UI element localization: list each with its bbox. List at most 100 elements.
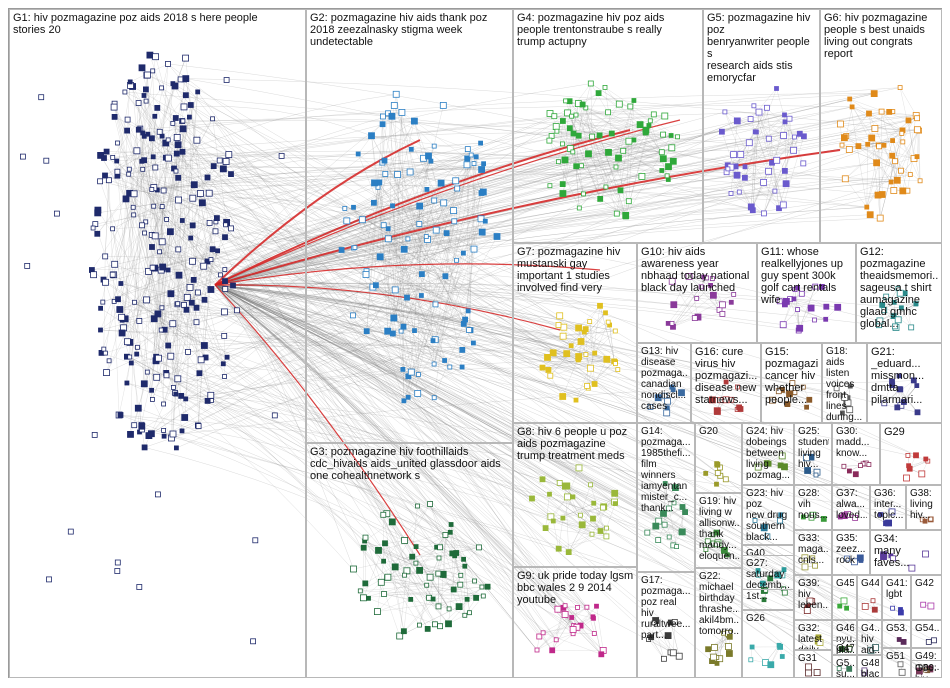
node[interactable] [467,610,472,616]
node[interactable] [565,549,572,555]
node[interactable] [134,404,142,412]
node[interactable] [559,190,567,197]
node[interactable] [106,358,112,364]
node[interactable] [666,534,672,540]
group-box-g34[interactable]: G34: many faves... [870,530,942,575]
node[interactable] [111,114,118,120]
group-box-g33[interactable]: G33: maga... cnls... [794,530,832,575]
node[interactable] [605,319,611,325]
node[interactable] [747,116,754,122]
node[interactable] [872,644,879,651]
node[interactable] [841,393,849,401]
node[interactable] [646,123,652,128]
node[interactable] [564,109,571,117]
node[interactable] [549,647,556,654]
node[interactable] [448,522,454,527]
node[interactable] [714,461,721,468]
node[interactable] [154,491,161,498]
node[interactable] [781,567,787,572]
group-box-g14[interactable]: G14: pozmaga... 1985thefi... film winner… [637,423,695,572]
node[interactable] [149,264,156,271]
node[interactable] [143,219,149,225]
node[interactable] [570,149,576,155]
node[interactable] [748,657,754,663]
group-box-g30[interactable]: G30: madd... know... [832,423,880,485]
node[interactable] [913,452,919,459]
node[interactable] [603,533,610,540]
group-box-g3[interactable]: G3: pozmagazine hiv foothillaids cdc_hiv… [306,443,513,678]
node[interactable] [413,544,419,549]
group-box-g20[interactable]: G20 [695,423,742,493]
node[interactable] [169,430,177,438]
node[interactable] [114,158,120,164]
node[interactable] [201,296,208,303]
node[interactable] [717,397,724,404]
group-box-g15[interactable]: G15: pozmagazi... cancer hiv whether peo… [761,343,822,423]
node[interactable] [894,316,902,324]
group-box-g5[interactable]: G5: pozmagazine hiv poz benryanwriter pe… [703,9,820,243]
node[interactable] [868,134,876,142]
node[interactable] [135,126,142,133]
group-box-g22[interactable]: G22: michael birthday thrashe... akil4bm… [695,568,742,678]
node[interactable] [562,603,568,609]
node[interactable] [709,396,716,404]
node[interactable] [388,518,396,526]
node[interactable] [638,172,646,180]
node[interactable] [165,267,171,273]
node[interactable] [844,555,850,562]
node[interactable] [559,393,567,400]
node[interactable] [669,320,675,326]
node[interactable] [742,164,748,170]
node[interactable] [97,178,103,185]
node[interactable] [195,89,201,95]
node[interactable] [442,532,449,538]
node[interactable] [852,471,859,478]
node[interactable] [198,199,206,207]
node[interactable] [837,514,843,520]
node[interactable] [779,654,785,659]
node[interactable] [665,163,672,171]
node[interactable] [604,525,609,531]
node[interactable] [161,427,167,433]
node[interactable] [774,86,779,91]
node[interactable] [143,98,149,104]
node[interactable] [698,284,704,290]
node[interactable] [362,271,370,278]
node[interactable] [594,603,599,609]
node[interactable] [888,508,896,516]
node[interactable] [810,555,816,561]
node[interactable] [714,470,721,476]
node[interactable] [473,154,479,160]
node[interactable] [755,108,763,116]
node[interactable] [130,190,138,198]
node[interactable] [767,575,774,582]
node[interactable] [575,464,583,472]
node[interactable] [391,286,399,294]
node[interactable] [856,554,864,562]
node[interactable] [870,598,876,604]
node[interactable] [595,90,602,96]
node[interactable] [196,190,204,197]
node[interactable] [452,553,458,559]
node[interactable] [747,203,755,211]
node[interactable] [670,301,678,309]
node[interactable] [876,143,882,150]
node[interactable] [836,666,842,671]
node[interactable] [760,524,768,532]
node[interactable] [605,148,612,156]
node[interactable] [212,228,219,235]
node[interactable] [703,470,709,476]
node[interactable] [678,528,686,536]
node[interactable] [705,646,711,653]
node[interactable] [914,409,921,416]
group-box-g45[interactable]: G45 [832,575,857,620]
node[interactable] [338,247,345,253]
node[interactable] [908,564,916,572]
node[interactable] [175,301,181,307]
node[interactable] [127,430,134,438]
node[interactable] [455,603,463,610]
group-box-g36[interactable]: G36: inter... topic... [870,485,906,530]
node[interactable] [424,186,430,192]
node[interactable] [613,210,620,217]
node[interactable] [481,161,487,167]
